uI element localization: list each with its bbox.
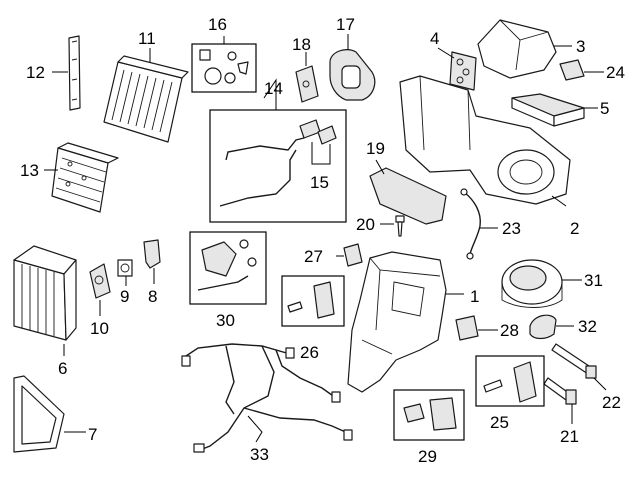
callout-7: 7 [88,425,97,444]
callout-16: 16 [208,15,227,34]
part-18-actuator [295,65,319,103]
callout-8: 8 [148,287,157,306]
callout-9: 9 [120,287,129,306]
callout-30: 30 [216,311,235,330]
part-11-heater-core [103,55,189,143]
callout-3: 3 [576,37,585,56]
part-8-sensor [143,239,161,269]
part-1-hvac-case [347,251,447,393]
part-29-actuator-kit [393,389,465,441]
part-20-screw [395,215,405,237]
callout-2: 2 [570,219,579,238]
callout-32: 32 [578,317,597,336]
part-5-cabin-filter [511,93,585,127]
callout-1: 1 [470,287,479,306]
callout-33: 33 [250,445,269,464]
callout-20: 20 [356,215,375,234]
callout-17: 17 [336,15,355,34]
callout-5: 5 [600,99,609,118]
callout-24: 24 [606,63,625,82]
callout-22: 22 [602,393,621,412]
callout-15: 15 [310,173,329,192]
part-30-linkage-kit [189,231,267,305]
callout-27: 27 [304,247,323,266]
part-10-expansion-valve [89,263,111,299]
callout-23: 23 [502,219,521,238]
part-19-seal [369,167,447,225]
part-25-actuator-kit [475,355,545,407]
part-9-o-ring-kit [117,259,133,277]
callout-6: 6 [58,359,67,378]
part-33-wiring-harness [181,343,353,453]
callout-18: 18 [292,35,311,54]
callout-4: 4 [430,29,439,48]
callout-11: 11 [138,29,156,48]
part-26-actuator-kit [281,275,345,327]
part-24-sensor [559,59,585,81]
callout-10: 10 [90,319,109,338]
part-12-bracket [68,35,81,111]
part-2-blower-housing [399,75,571,205]
part-13-auxiliary-heater [51,142,119,213]
part-6-evaporator [13,245,77,341]
callout-28: 28 [500,321,519,340]
callout-13: 13 [20,161,39,180]
callout-26: 26 [300,343,319,362]
callout-21: 21 [560,427,579,446]
part-27-sensor [343,243,363,267]
callout-31: 31 [584,271,603,290]
part-4-seal [449,51,477,91]
leader-lines [44,34,607,443]
callout-labels: 1 2 3 4 5 6 7 8 9 10 11 12 13 14 15 16 1… [20,15,625,466]
callout-29: 29 [418,447,437,466]
part-28-resistor [455,315,479,341]
part-32-mode-actuator [529,314,557,340]
callout-19: 19 [366,139,385,158]
callout-14: 14 [264,79,283,98]
part-21-sensor [543,377,577,405]
part-17-gasket [329,49,376,101]
part-22-sensor [551,343,597,379]
part-3-duct [477,19,557,79]
part-31-blower-motor [501,259,563,308]
part-23-drain-hose [460,188,481,260]
part-7-evaporator-seal [13,375,65,453]
callout-12: 12 [26,63,45,82]
callout-25: 25 [490,413,509,432]
part-14-hose-assembly [209,109,347,223]
part-16-seal-kit [191,43,257,93]
